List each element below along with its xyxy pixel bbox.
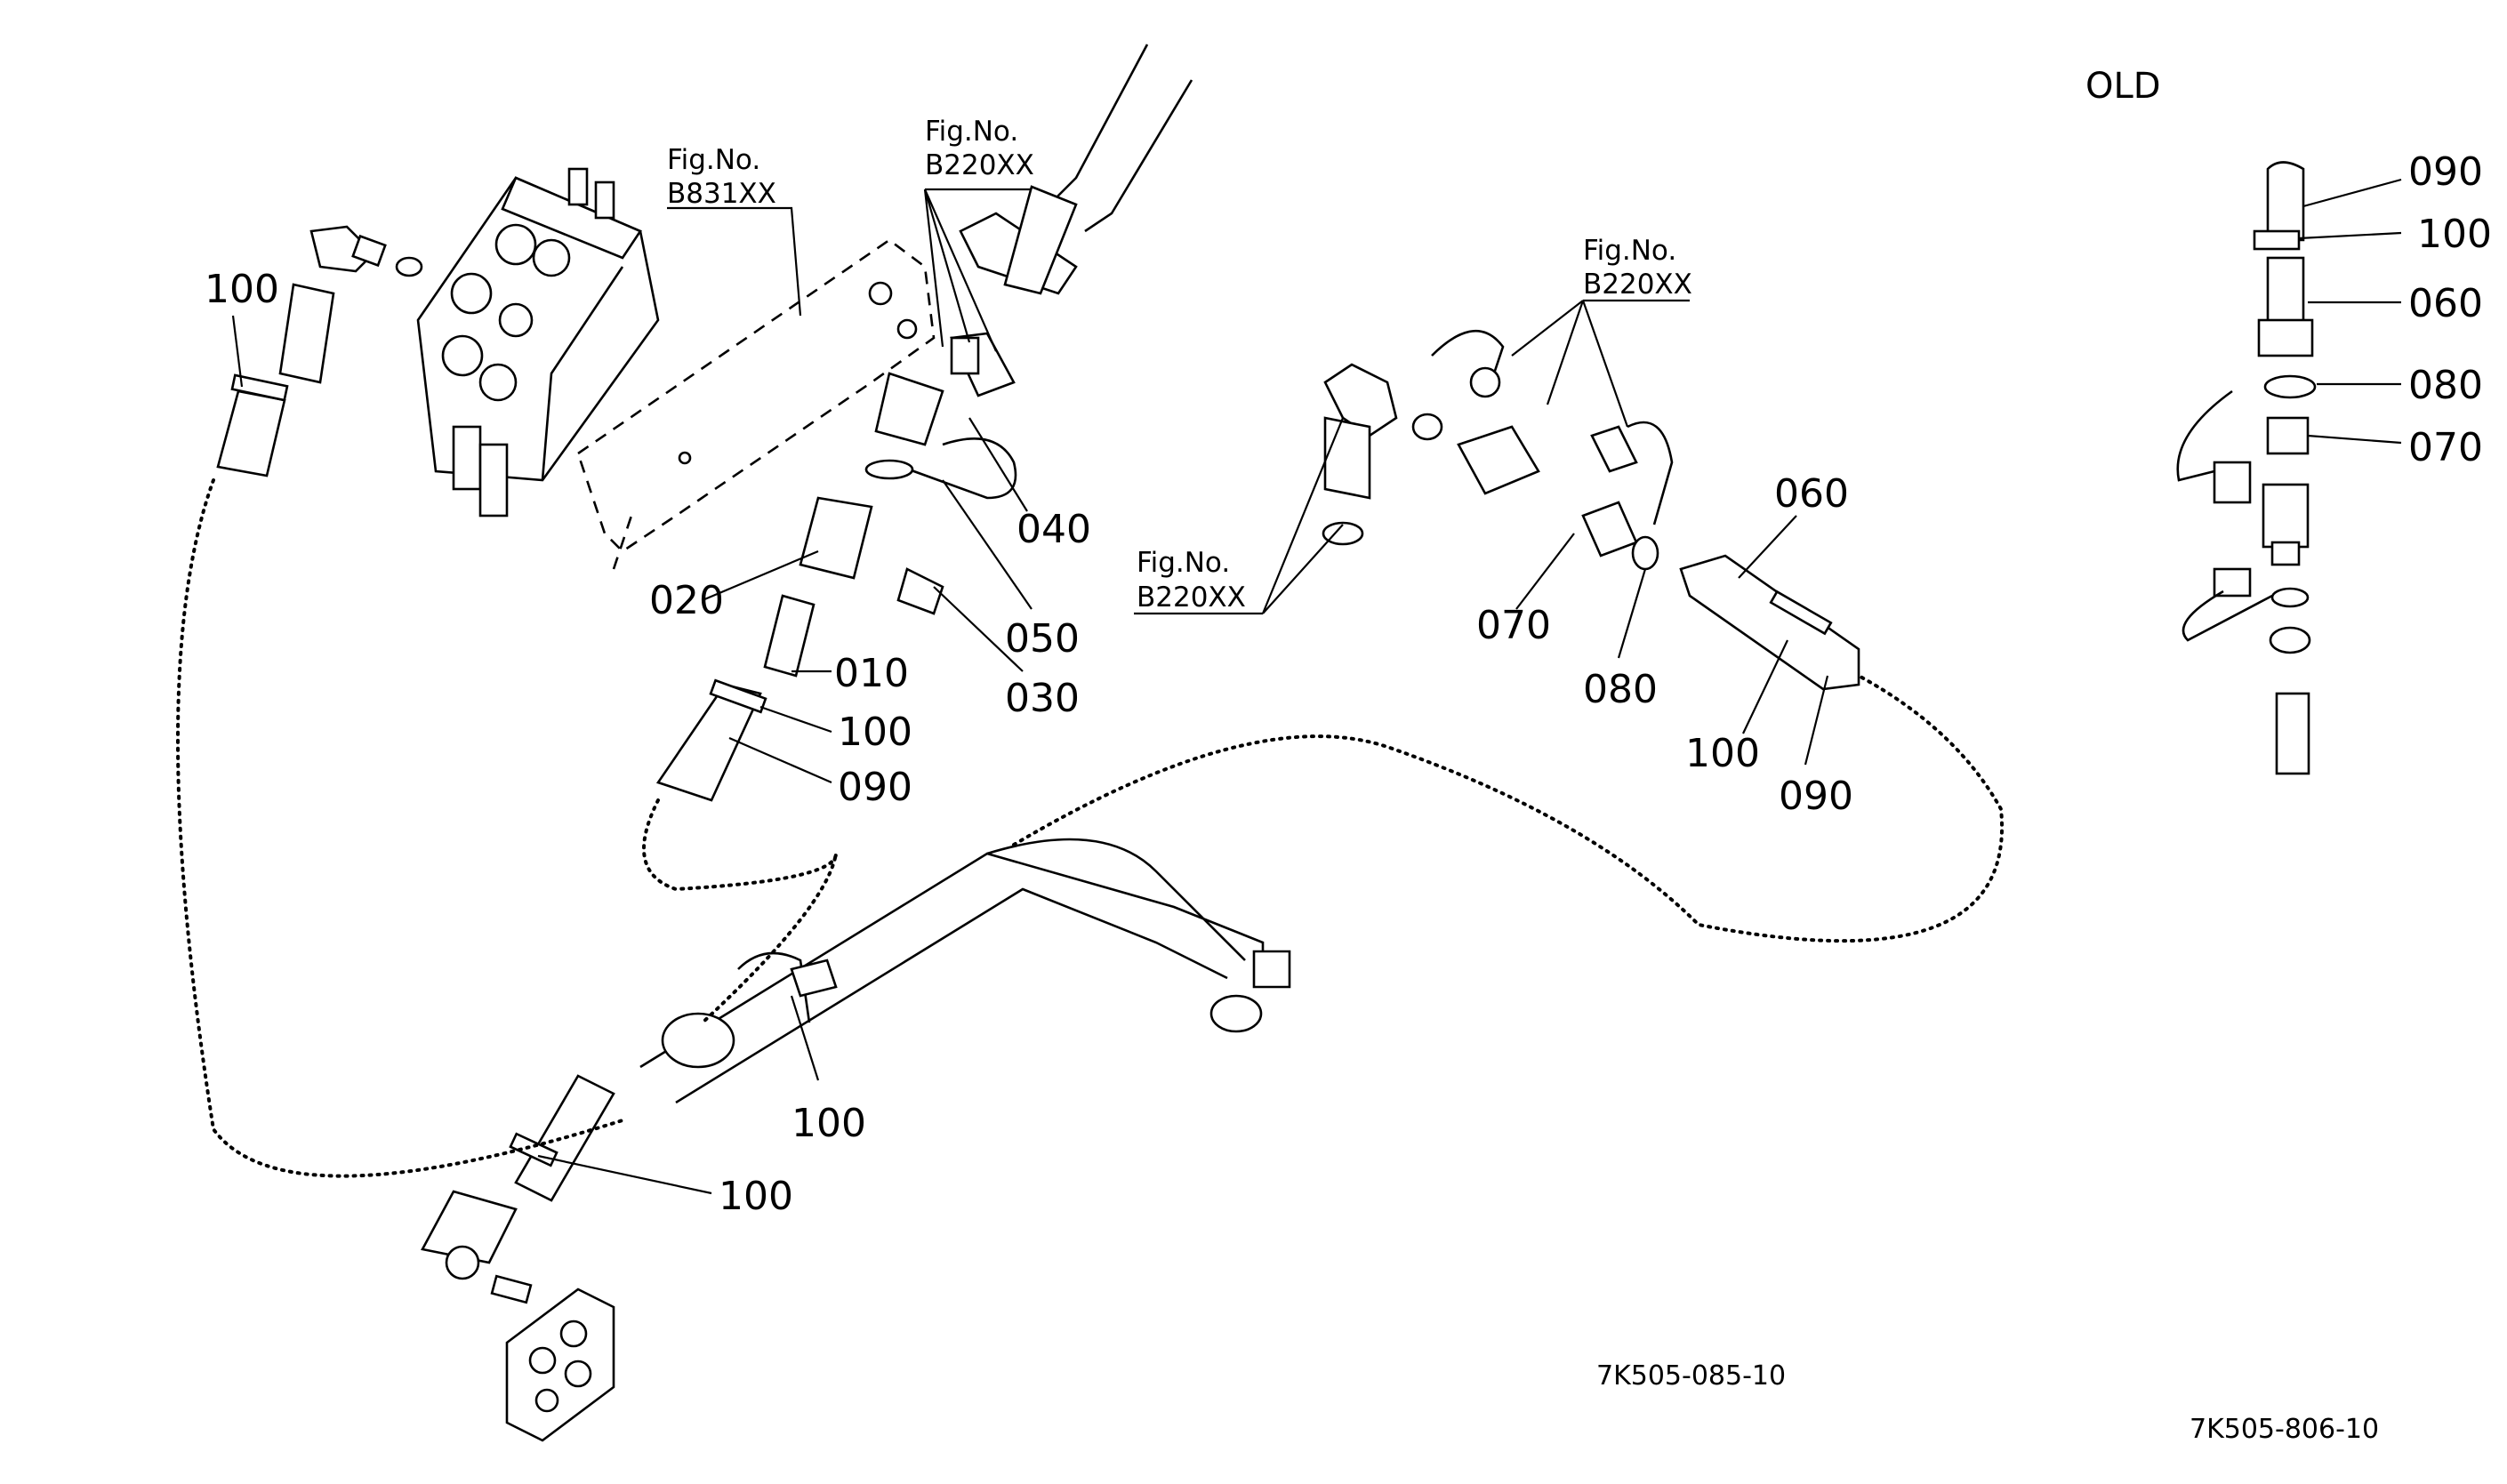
leader-lines	[231, 178, 2402, 1195]
callout-030: 030	[1005, 676, 1080, 721]
callout-100-mid: 100	[838, 710, 912, 755]
old-assembly	[2176, 161, 2317, 775]
callout-080-right: 080	[1583, 667, 1658, 712]
callout-100-right: 100	[1685, 731, 1760, 776]
fig-ref-b831-line2: B831XX	[667, 178, 776, 210]
callout-090-mid: 090	[838, 765, 912, 810]
callout-070-old: 070	[2408, 425, 2483, 470]
callout-100-old: 100	[2417, 212, 2492, 257]
drawing-code-main: 7K505-085-10	[1596, 1360, 1786, 1392]
callout-040: 040	[1016, 507, 1091, 552]
fig-ref-b220-mid-line2: B220XX	[1583, 269, 1692, 301]
callout-100-bottom: 100	[719, 1174, 793, 1219]
callout-050: 050	[1005, 616, 1080, 662]
tube-clamp	[737, 951, 838, 1023]
cable-end-bottom	[421, 1074, 615, 1304]
cable-end-left	[216, 283, 335, 477]
callout-090-old: 090	[2408, 149, 2483, 195]
labels: OLD Fig.No. B831XX Fig.No. B220XX Fig.No…	[205, 66, 2492, 1445]
fig-ref-b220-mid-line1: Fig.No.	[1583, 235, 1676, 267]
callout-020: 020	[649, 578, 724, 623]
callout-100-clamp: 100	[791, 1101, 866, 1146]
valve-elbow-fitting	[309, 225, 423, 277]
drawing-code-old: 7K505-806-10	[2190, 1414, 2379, 1445]
callout-100-left: 100	[205, 267, 279, 312]
callout-080-old: 080	[2408, 363, 2483, 408]
control-valve	[416, 167, 660, 517]
cable-end-center	[655, 594, 816, 802]
steering-tubes	[639, 838, 1291, 1104]
cables	[176, 478, 2005, 1178]
fig-ref-b220-top-line1: Fig.No.	[925, 116, 1018, 148]
fig-ref-b220-left-line2: B220XX	[1137, 582, 1246, 614]
fig-ref-b220-left-line1: Fig.No.	[1137, 547, 1230, 579]
callout-090-right: 090	[1779, 774, 1853, 819]
callout-060-right: 060	[1774, 471, 1849, 517]
fig-ref-b831-line1: Fig.No.	[667, 144, 760, 176]
old-label: OLD	[2085, 66, 2161, 107]
top-hose	[1003, 44, 1193, 295]
fig-ref-b220-top-line2: B220XX	[925, 149, 1034, 181]
callout-010: 010	[834, 651, 909, 696]
valve-block-bottom	[505, 1287, 615, 1442]
frame-bracket	[576, 238, 936, 570]
callout-060-old: 060	[2408, 281, 2483, 326]
mid-assembly	[1322, 329, 1860, 691]
callout-070-right: 070	[1476, 603, 1551, 648]
